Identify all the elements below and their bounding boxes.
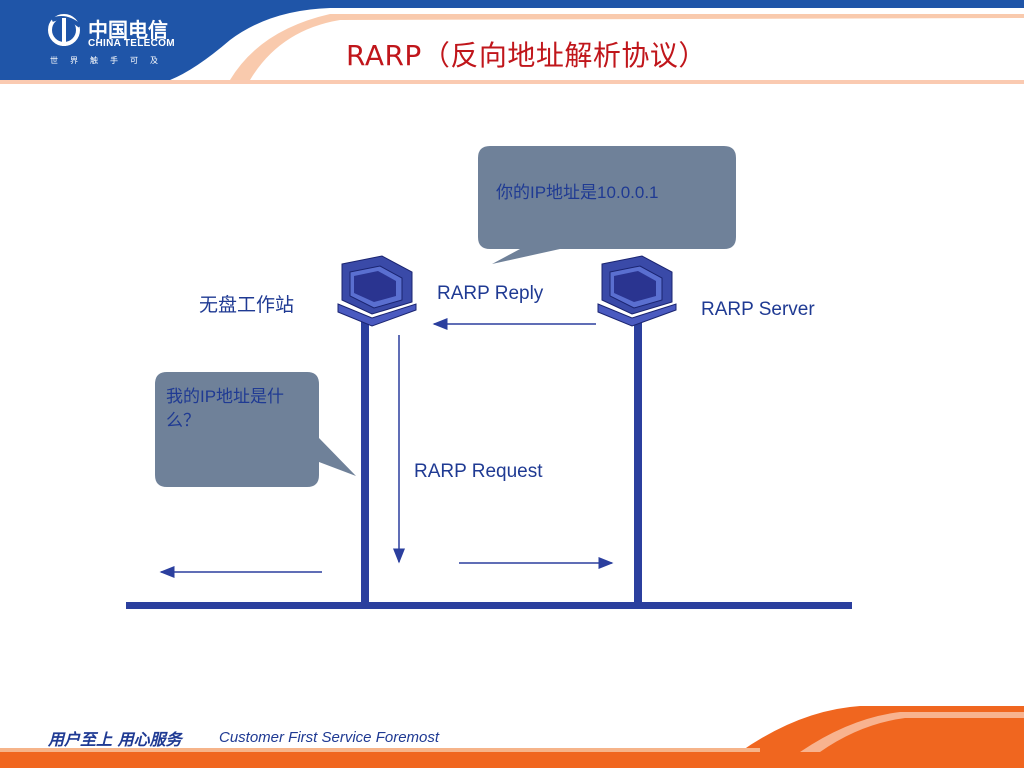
header-orange-swoosh bbox=[230, 14, 1024, 80]
client-speech-bubble bbox=[155, 372, 356, 487]
server-drop-line bbox=[634, 318, 642, 606]
server-label: RARP Server bbox=[701, 299, 815, 320]
logo-english-text: CHINA TELECOM bbox=[88, 38, 175, 49]
logo-slogan-text: 世界触手可及 bbox=[50, 56, 170, 65]
workstation-drop-line bbox=[361, 318, 369, 606]
header-blue-band bbox=[0, 0, 1024, 80]
footer-white-stripe bbox=[800, 712, 1024, 752]
logo-chinese-text: 中国电信 bbox=[88, 18, 168, 42]
request-label: RARP Request bbox=[414, 461, 543, 482]
header-divider bbox=[0, 80, 1024, 84]
workstation-label: 无盘工作站 bbox=[199, 294, 295, 316]
footer-orange-band bbox=[0, 752, 1024, 768]
footer-slogan-chinese: 用户至上 用心服务 bbox=[48, 730, 182, 749]
reply-label: RARP Reply bbox=[437, 283, 544, 304]
network-bus-line bbox=[126, 602, 852, 609]
china-telecom-logo-icon bbox=[48, 14, 82, 46]
server-bubble-text: 你的IP地址是10.0.0.1 bbox=[496, 183, 659, 202]
footer-thin-line bbox=[0, 748, 760, 752]
server-speech-bubble bbox=[478, 146, 736, 264]
page-title: RARP（反向地址解析协议） bbox=[346, 39, 707, 72]
workstation-computer-icon bbox=[337, 255, 417, 327]
client-bubble-text: 我的IP地址是什么？ bbox=[166, 387, 285, 430]
footer-slogan-english: Customer First Service Foremost bbox=[219, 729, 440, 746]
server-computer-icon bbox=[597, 255, 677, 327]
